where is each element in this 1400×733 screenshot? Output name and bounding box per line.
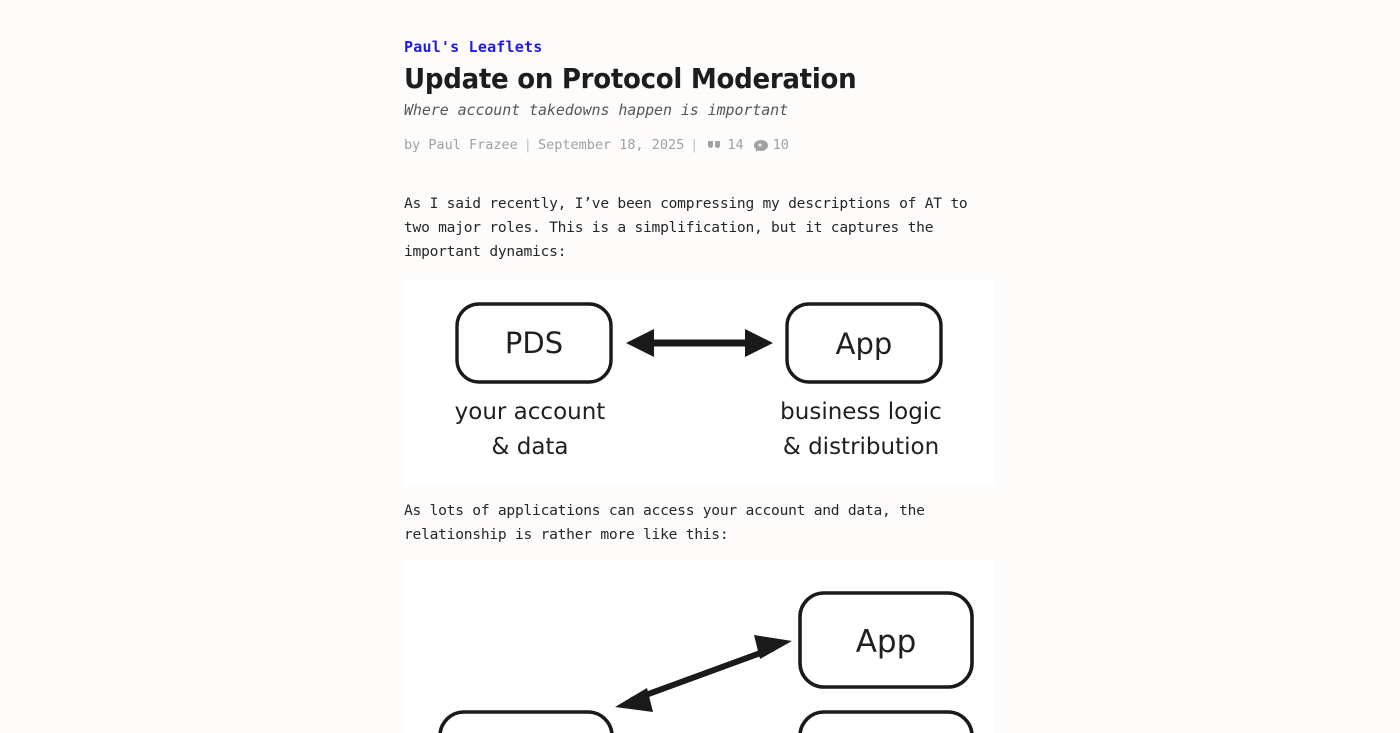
byline-author: by Paul Frazee <box>404 137 518 153</box>
node-pds-label: PDS <box>505 326 563 360</box>
node-app-box <box>785 302 943 384</box>
quote-icon <box>708 138 722 152</box>
comment-bubble-star-icon: ★ <box>753 139 768 152</box>
byline-separator-1: | <box>523 137 532 153</box>
node-app-top-label: App <box>856 624 917 660</box>
connector-double-arrow <box>626 329 773 357</box>
byline-separator-2: | <box>690 137 699 153</box>
figure-pds-app-simple: PDS App your account & data business log… <box>404 279 994 486</box>
paragraph-relationship: As lots of applications can access your … <box>404 502 925 543</box>
quote-stat[interactable]: 14 <box>708 136 744 154</box>
connector-diagonal-arrow <box>615 635 792 712</box>
comment-count: 10 <box>772 137 789 153</box>
caption-pds-line1: your account <box>455 399 606 425</box>
quote-count: 14 <box>727 137 744 153</box>
figure-1-graphic: PDS App your account & data business log… <box>404 279 994 486</box>
node-app-bottom-box <box>798 710 974 733</box>
page-title: Update on Protocol Moderation <box>404 62 857 95</box>
node-app-label: App <box>836 327 893 361</box>
site-title-link[interactable]: Paul's Leaflets <box>404 38 543 56</box>
figure-2-graphic: App PDS App <box>404 560 994 733</box>
node-pds-box <box>438 710 614 733</box>
post-subtitle: Where account takedowns happen is import… <box>404 101 789 119</box>
caption-pds-line2: & data <box>491 434 568 460</box>
comment-stat[interactable]: ★ 10 <box>753 136 789 154</box>
caption-app-line2: & distribution <box>783 434 939 460</box>
node-pds-box <box>455 302 613 384</box>
byline-date: September 18, 2025 <box>537 137 685 153</box>
post-meta: by Paul Frazee | September 18, 2025 | 14… <box>404 136 795 154</box>
node-app-top-box <box>798 591 974 689</box>
caption-app-line1: business logic <box>780 399 942 425</box>
paragraph-intro: As I said recently, I’ve been compressin… <box>404 195 968 260</box>
figure-pds-many-apps: App PDS App <box>404 560 994 733</box>
